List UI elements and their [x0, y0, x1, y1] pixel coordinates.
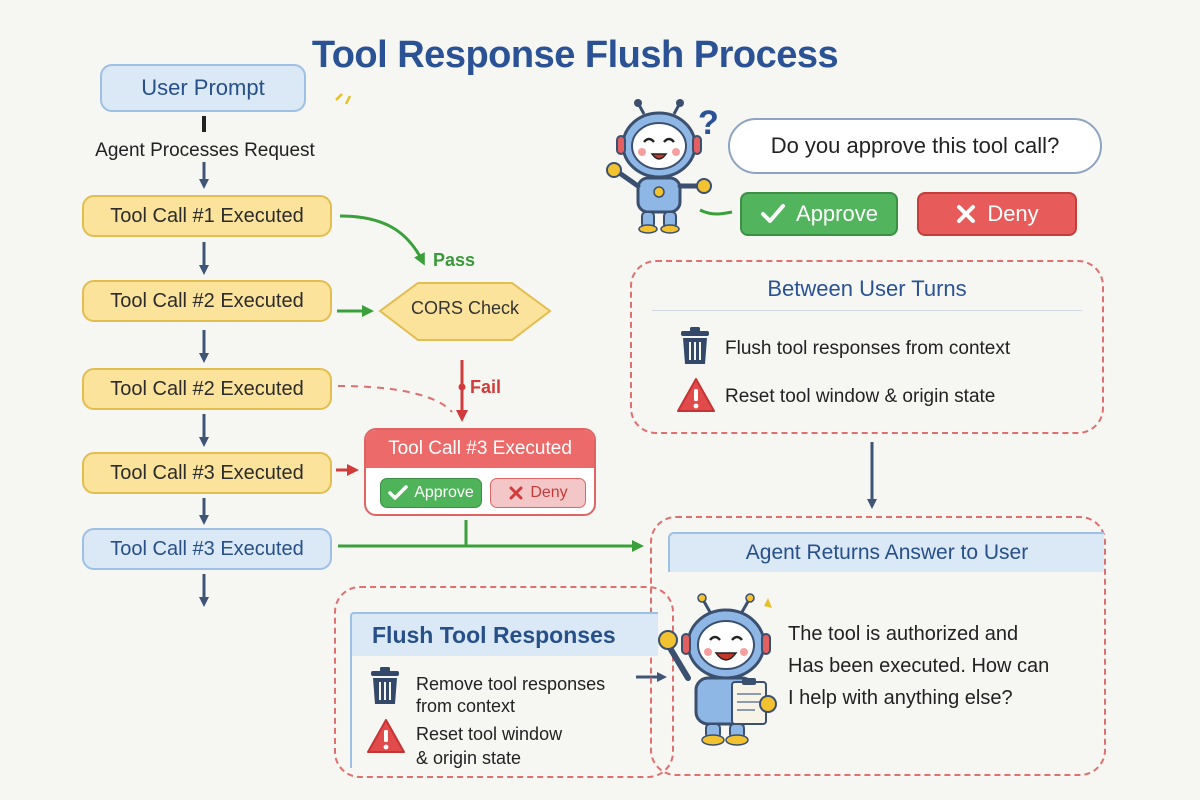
flush-item-remove-line-1: Remove tool responses	[416, 674, 606, 694]
card-deny-label: Deny	[530, 484, 568, 501]
close-icon	[509, 486, 523, 500]
flush-title: Flush Tool Responses	[350, 612, 658, 656]
fail-label: Fail	[470, 377, 502, 397]
flush-item-reset-line-1: Reset tool window	[416, 724, 563, 744]
between-turns-title: Between User Turns	[767, 276, 967, 301]
warning-icon	[677, 378, 715, 412]
page-title: Tool Response Flush Process	[311, 34, 839, 76]
flush-panel	[334, 586, 674, 778]
answer-title: Agent Returns Answer to User	[668, 532, 1104, 572]
between-turns-panel	[630, 260, 1104, 434]
card-deny-button[interactable]: Deny	[490, 478, 586, 508]
tool-call-3-approval-card: Tool Call #3 Executed Approve Deny	[364, 428, 596, 516]
card-approve-label: Approve	[414, 484, 474, 501]
approve-label: Approve	[796, 201, 878, 226]
flush-item-remove: Remove tool responses from context	[416, 673, 605, 717]
trash-icon	[371, 667, 399, 704]
pass-arrow	[339, 214, 425, 266]
tool-call-1-node: Tool Call #1 Executed	[82, 195, 332, 237]
tool-call-2-node-repeat: Tool Call #2 Executed	[82, 368, 332, 410]
deny-label: Deny	[987, 201, 1039, 226]
answer-line-3: I help with anything else?	[788, 687, 1013, 709]
robot-question-icon	[606, 99, 712, 234]
flush-item-reset: Reset tool window & origin state	[416, 722, 562, 770]
cors-check-label: CORS Check	[410, 298, 520, 318]
answer-line-2: Has been executed. How can	[788, 655, 1050, 677]
approval-speech-bubble: Do you approve this tool call?	[728, 118, 1102, 174]
tool-call-2-node: Tool Call #2 Executed	[82, 280, 332, 322]
flush-item-remove-line-2: from context	[416, 696, 516, 716]
check-icon	[388, 485, 408, 500]
divider	[652, 310, 1082, 311]
question-mark-icon: ?	[698, 104, 719, 142]
check-icon	[761, 204, 786, 223]
tool-call-3-node-final: Tool Call #3 Executed	[82, 528, 332, 570]
tool-call-3-node: Tool Call #3 Executed	[82, 452, 332, 494]
user-prompt-node: User Prompt	[100, 64, 306, 112]
flush-body	[350, 656, 658, 768]
flush-item-reset-line-2: & origin state	[416, 748, 522, 768]
answer-message: The tool is authorized and Has been exec…	[788, 618, 1098, 714]
sparkle-icon	[335, 93, 352, 105]
pass-label: Pass	[433, 250, 476, 270]
trash-icon	[681, 327, 709, 364]
close-icon	[957, 205, 976, 223]
between-item-flush: Flush tool responses from context	[725, 338, 1011, 359]
dashed-flow	[337, 385, 453, 413]
deny-button[interactable]: Deny	[917, 192, 1077, 236]
robot-clipboard-icon	[658, 593, 777, 746]
between-item-reset: Reset tool window & origin state	[725, 386, 996, 407]
approve-button[interactable]: Approve	[740, 192, 898, 236]
answer-line-1: The tool is authorized and	[788, 623, 1019, 645]
agent-processes-label: Agent Processes Request	[95, 140, 315, 161]
tool-call-3-card-header: Tool Call #3 Executed	[366, 430, 594, 468]
warning-icon	[367, 719, 405, 753]
card-approve-button[interactable]: Approve	[380, 478, 482, 508]
